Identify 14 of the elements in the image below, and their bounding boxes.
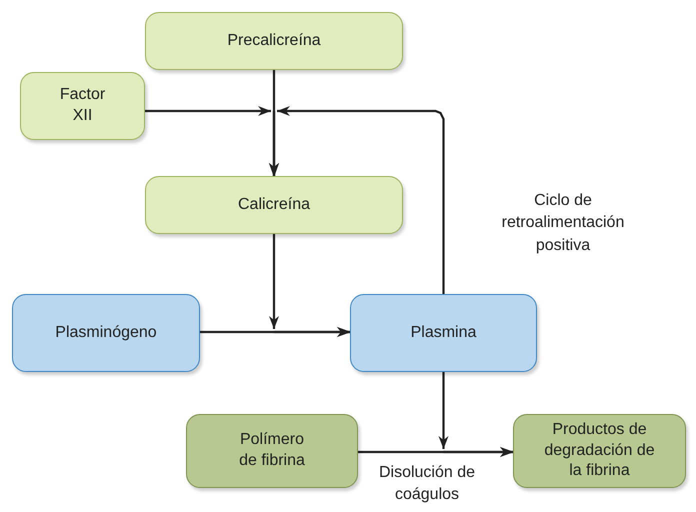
- node-label: Plasminógeno: [55, 322, 157, 343]
- node-label: Plasmina: [410, 322, 476, 343]
- process-box: [350, 294, 537, 372]
- process-box: [145, 12, 403, 70]
- process-box: [145, 176, 403, 234]
- process-box: [186, 414, 358, 488]
- process-box: [12, 294, 200, 372]
- process-box: [513, 414, 686, 488]
- process-box: [20, 72, 145, 140]
- node-label: Factor XII: [58, 85, 106, 126]
- node-label: Calicreína: [238, 194, 310, 215]
- node-label: Polímero de fibrina: [238, 430, 306, 471]
- node-label: Productos de degradación de la fibrina: [543, 420, 656, 482]
- node-label: Precalicreína: [227, 30, 321, 51]
